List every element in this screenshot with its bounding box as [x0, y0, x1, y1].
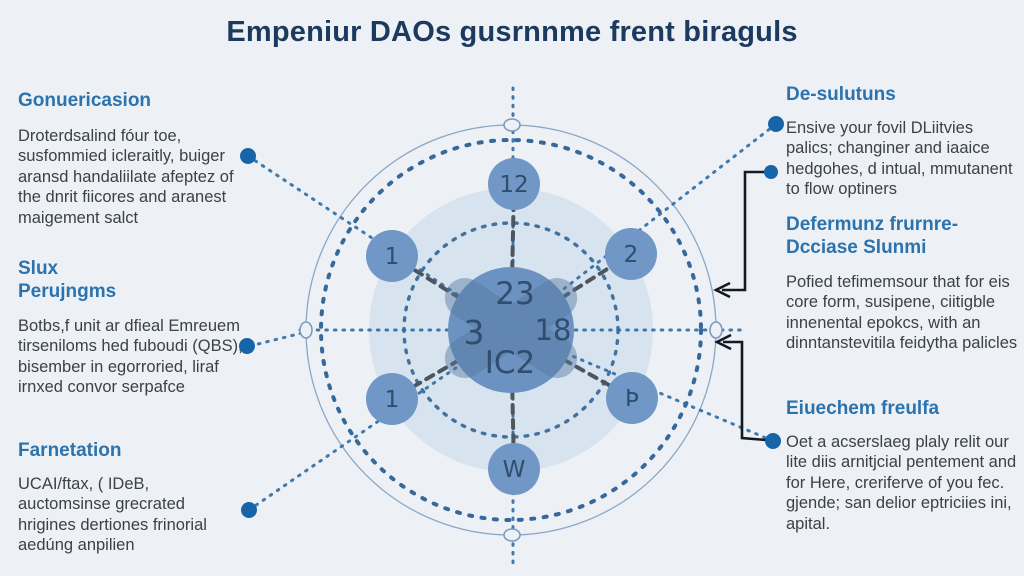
connector-dot-left-bottom [241, 502, 257, 518]
node-top-label: 12 [499, 172, 528, 198]
connector-dot-left-middle [239, 338, 255, 354]
node-top: 12 [488, 158, 540, 210]
right-section-1-heading: De-sulutuns [786, 84, 896, 105]
node-upper-left-label: 1 [385, 244, 400, 270]
hub-label-top: 23 [495, 276, 534, 312]
hub-label-bottom: IC2 [485, 345, 536, 381]
right-section-3-body: Oet a acserslaeg plaly relit our lite di… [786, 433, 1017, 533]
left-section-1-heading: Gonuericasion [18, 90, 152, 111]
nodes: 12 1 2 1 Þ W [366, 158, 658, 495]
guide-line-west-stub [248, 330, 308, 348]
outer-dotted-ring [319, 138, 703, 522]
callout-brackets [713, 170, 767, 442]
left-section-1-body: Droterdsalind fóur toe, susfommied icler… [18, 127, 234, 227]
hub-label-left: 3 [464, 313, 485, 352]
node-lower-left-label: 1 [385, 387, 400, 413]
left-section-2-heading: Slux Perujngms [18, 258, 117, 302]
bracket-upper [722, 170, 766, 292]
left-section-2-body: Botbs,f unit ar dfieal Emreuem tirsenilo… [18, 317, 243, 397]
right-section-3-heading: Eiuechem freulfa [786, 398, 940, 419]
right-section-1-body: Ensive your fovil DLiitvies palics; chan… [786, 119, 1013, 199]
node-upper-right-label: 2 [624, 242, 639, 268]
node-upper-right: 2 [605, 228, 657, 280]
node-lower-left: 1 [366, 373, 418, 425]
node-bottom: W [488, 443, 540, 495]
guide-line-sw [247, 328, 513, 512]
left-section-3-body: UCAI/ftax, ( IDeB, auctomsinse grecrated… [18, 475, 207, 555]
hub-x-shape [444, 278, 578, 378]
connector-dot-right-bracket-upper [764, 165, 778, 179]
hub-circle [448, 267, 574, 393]
arrowhead-upper [713, 281, 731, 299]
connector-dots [239, 116, 784, 518]
hub-label-right: 18 [535, 313, 572, 347]
node-lower-right: Þ [606, 372, 658, 424]
right-section-2-heading: Defermunz frurnre-Dcciase Slunmi [786, 214, 959, 258]
right-section-2-body: Pofied tefimemsour that for eis core for… [786, 273, 1018, 353]
connector-dot-right-top [768, 116, 784, 132]
page-title: Empeniur DAOs gusrnnme frent biraguls [226, 16, 798, 48]
connector-dot-left-top [240, 148, 256, 164]
left-section-3-heading: Farnetation [18, 440, 122, 461]
node-lower-right-label: Þ [625, 386, 639, 412]
hub: 23 3 18 IC2 [444, 267, 578, 393]
connector-dot-right-bottom [765, 433, 781, 449]
bracket-lower [723, 340, 767, 442]
arrowhead-lower [714, 333, 732, 351]
ring-cardinal-markers [299, 118, 723, 542]
node-upper-left: 1 [366, 230, 418, 282]
node-bottom-label: W [503, 457, 526, 483]
